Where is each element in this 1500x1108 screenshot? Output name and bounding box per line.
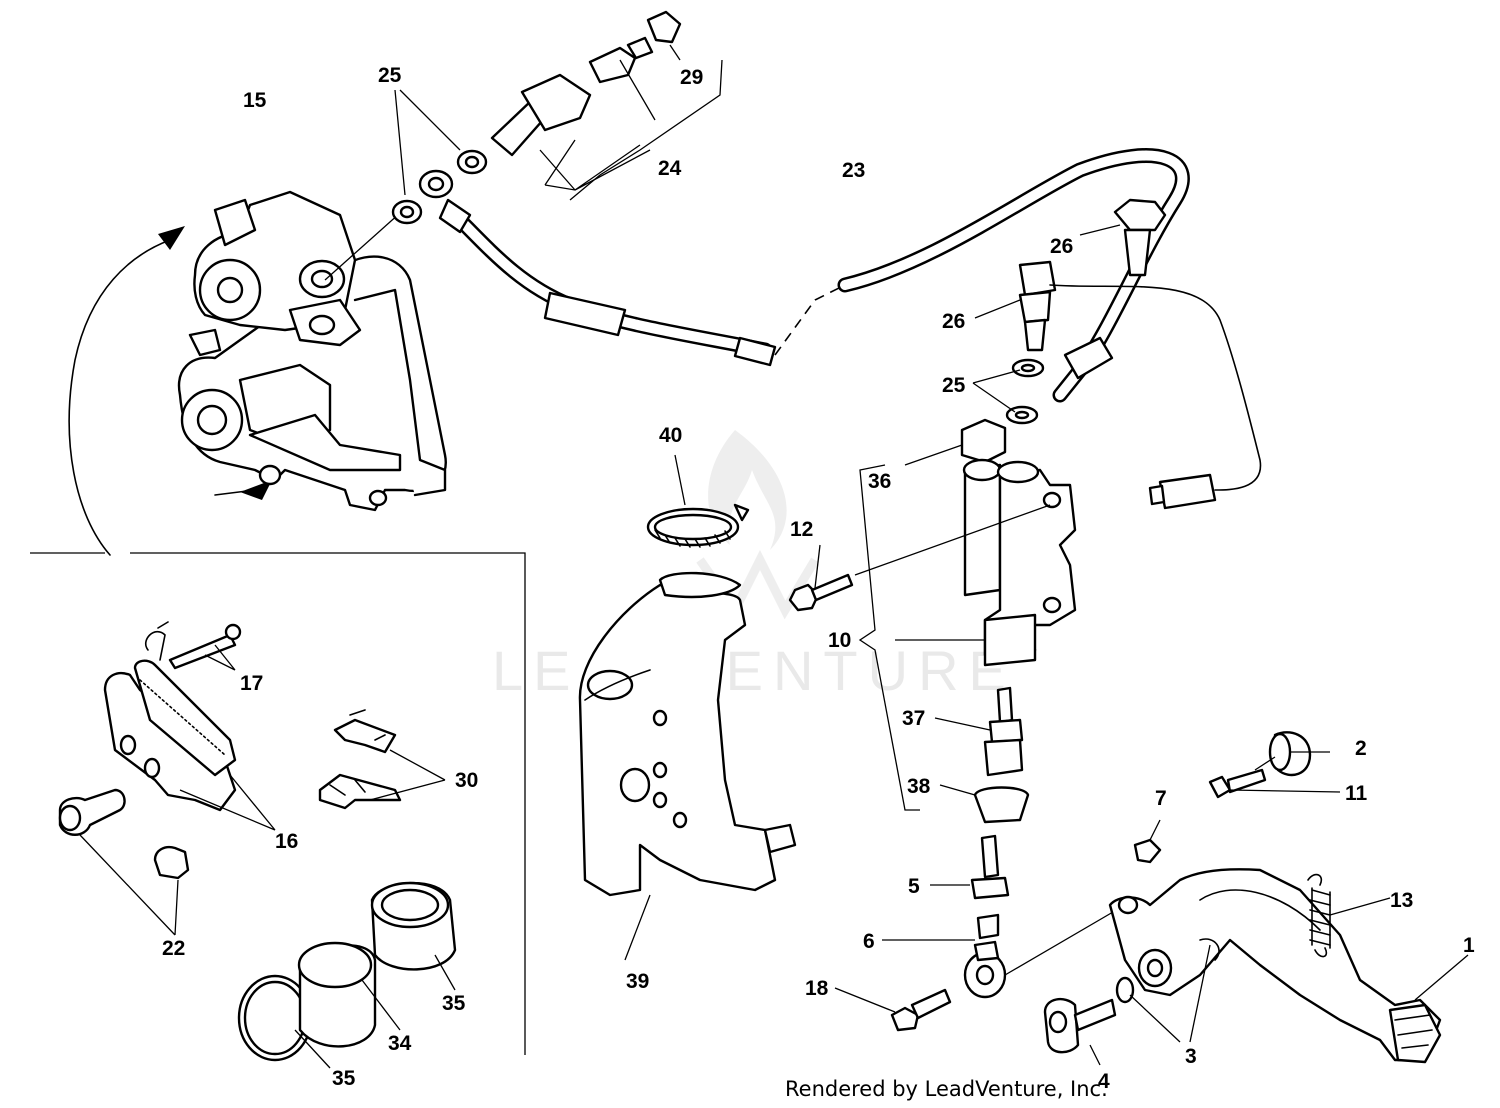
callout-15: 15 [243, 89, 267, 112]
callout-22: 22 [162, 937, 185, 960]
mounting-bolt [788, 573, 854, 612]
rear-brake-hose [438, 148, 1190, 403]
callout-39: 39 [626, 970, 649, 993]
callout-12: 12 [790, 518, 813, 541]
callout-17: 17 [240, 672, 263, 695]
pushrod-group [890, 686, 1126, 1032]
callout-35-lower: 35 [332, 1067, 356, 1090]
washer-leaders-top [394, 89, 461, 196]
inset-arrow-head [158, 226, 185, 250]
callout-29: 29 [680, 66, 703, 89]
spring-clip-leader [369, 749, 446, 801]
bleeder-fitting-group [391, 10, 723, 225]
pin-leader [204, 644, 236, 671]
callout-25-top: 25 [378, 64, 402, 87]
inset-box-border [30, 552, 526, 1055]
slide-pin-parts [58, 788, 190, 880]
cap-leader [669, 44, 681, 61]
cylinder-guard [578, 571, 797, 897]
banjo-switch-group [960, 198, 1262, 510]
callout-40: 40 [659, 424, 682, 447]
pivot-leaders [1089, 944, 1211, 1066]
callout-34: 34 [388, 1032, 412, 1055]
leadventure-watermark: LEADVENTURE [492, 430, 1016, 702]
callout-37: 37 [902, 707, 925, 730]
pedal-hardware [1133, 731, 1312, 864]
pad-pin-and-clip [145, 621, 242, 670]
mount-arrow-head [240, 480, 272, 500]
pad-springs [318, 709, 402, 810]
callout-30: 30 [455, 769, 478, 792]
hose-clamp [646, 503, 750, 548]
callout-11: 11 [1345, 782, 1368, 805]
callout-labels: 1 2 3 4 5 6 7 10 11 12 13 15 16 17 18 22… [162, 64, 1475, 1093]
callout-7: 7 [1155, 787, 1167, 810]
brake-pads [103, 659, 237, 812]
bleeder-leaders [539, 59, 656, 191]
caliper-banjo-leader [324, 212, 401, 281]
assembly-bracket [858, 464, 920, 811]
callout-25-right: 25 [942, 374, 966, 397]
callout-23: 23 [842, 159, 865, 182]
callout-38: 38 [907, 775, 931, 798]
pivot-hardware [1043, 938, 1220, 1054]
callout-16: 16 [275, 830, 298, 853]
slide-pin-leader [79, 834, 179, 936]
switch-leaders [904, 224, 1121, 466]
callout-5: 5 [908, 875, 920, 898]
mount-arrow-line [214, 489, 256, 496]
master-cylinder [962, 458, 1077, 667]
callout-26-upper: 26 [1050, 235, 1073, 258]
callout-18: 18 [805, 977, 829, 1000]
brake-caliper-assembly [177, 190, 447, 512]
render-credit: Rendered by LeadVenture, Inc. [785, 1077, 1108, 1101]
callout-1: 1 [1463, 934, 1475, 957]
brake-pedal [1108, 868, 1442, 1064]
callout-2: 2 [1355, 737, 1367, 760]
callout-35-right: 35 [442, 992, 466, 1015]
inset-arrow-curve [68, 239, 171, 556]
pedal-leader [1414, 954, 1469, 1001]
spring-leader [1329, 897, 1391, 916]
callout-13: 13 [1390, 889, 1413, 912]
callout-4: 4 [1098, 1070, 1110, 1093]
return-spring [1307, 873, 1331, 958]
pushrod-leaders [834, 717, 991, 1013]
callout-26-lower: 26 [942, 310, 965, 333]
pad-leader [179, 774, 276, 831]
cylinder-leaders [854, 504, 1051, 641]
callout-10: 10 [828, 629, 851, 652]
caliper-piston-seals [237, 881, 457, 1062]
guard-leaders [624, 454, 686, 961]
pedal-hardware-leaders [1149, 751, 1341, 841]
callout-36: 36 [868, 470, 891, 493]
callout-24: 24 [658, 157, 682, 180]
piston-leaders [294, 954, 456, 1069]
watermark-text: LEADVENTURE [492, 639, 1016, 702]
callout-3: 3 [1185, 1045, 1197, 1068]
bolt-leader [814, 544, 821, 589]
callout-6: 6 [863, 930, 875, 953]
